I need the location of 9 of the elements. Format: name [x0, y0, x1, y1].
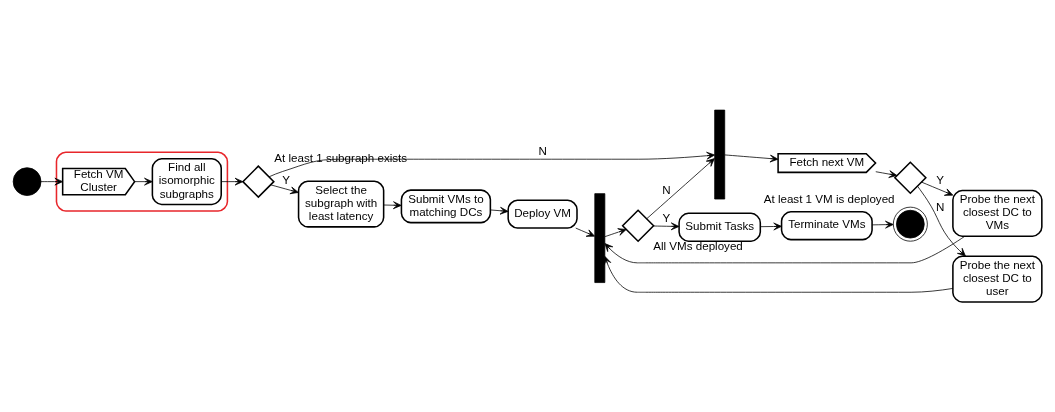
edge-label: N: [935, 200, 945, 214]
node-label: At least 1 VM is deployed: [763, 191, 895, 205]
edge-label: N: [662, 183, 671, 197]
edge-label: Y: [282, 172, 291, 186]
node-label: All VMs deployed: [653, 239, 743, 253]
edge-label: Y: [936, 172, 944, 186]
node-label: At least 1 subgraph exists: [274, 151, 408, 165]
edge-label: Y: [662, 210, 671, 224]
edge-label: N: [538, 144, 547, 158]
